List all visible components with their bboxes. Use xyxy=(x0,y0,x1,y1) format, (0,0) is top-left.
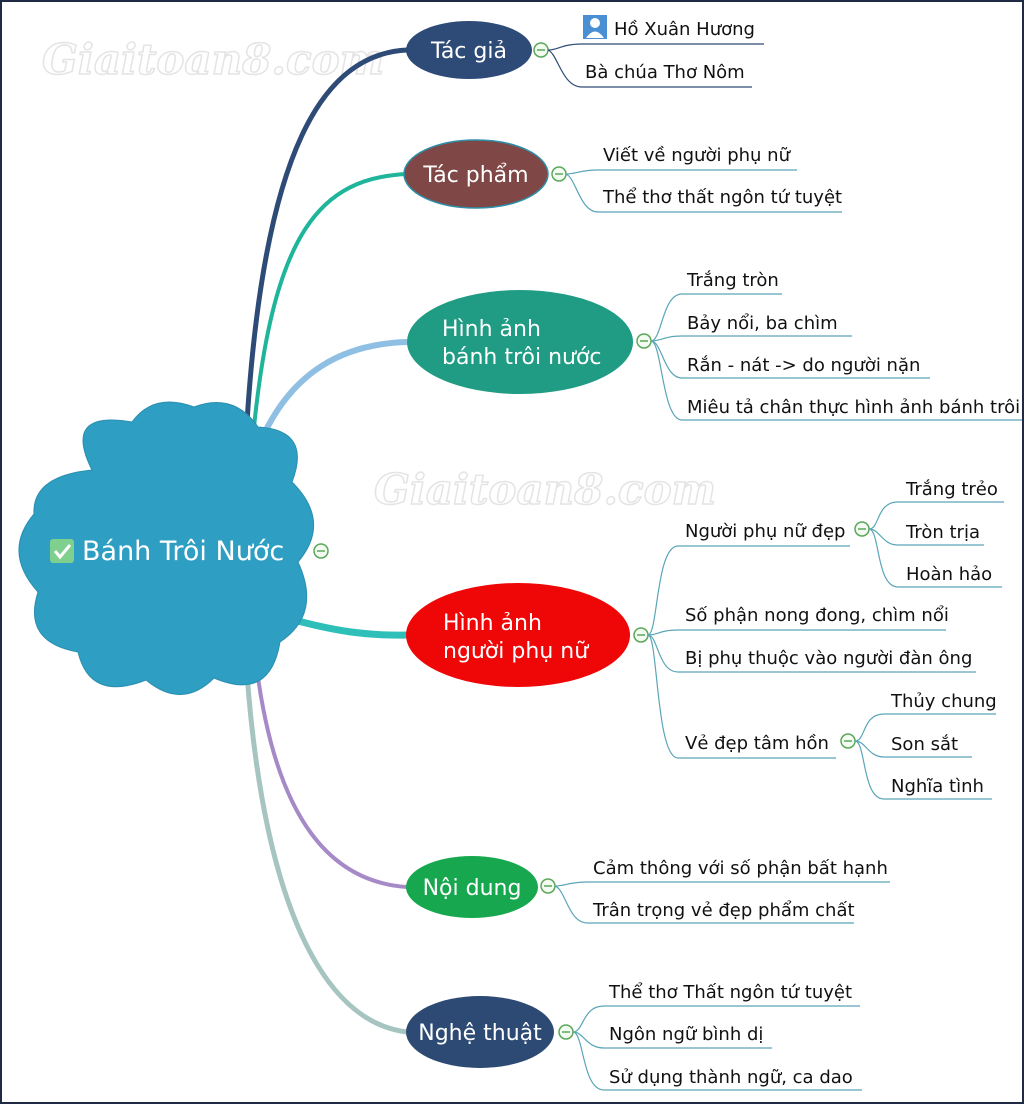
watermark-middle: Giaitoan8.com xyxy=(374,465,716,514)
leaf-ngon-ngu-binh-di[interactable]: Ngôn ngữ bình dị xyxy=(609,1024,763,1045)
leaf-son-sat[interactable]: Son sắt xyxy=(891,734,958,755)
tac-gia-collapse-toggle[interactable] xyxy=(533,42,549,58)
connector-tac-pham xyxy=(252,172,408,428)
leaf-nghia-tinh[interactable]: Nghĩa tình xyxy=(891,776,984,797)
checkbox-icon[interactable] xyxy=(50,539,74,563)
leaf-ba-chua-tho-nom[interactable]: Bà chúa Thơ Nôm xyxy=(585,62,745,83)
connector-noi-dung xyxy=(255,669,408,889)
node-hinh-anh-banh-label-1: Hình ảnh xyxy=(442,317,541,342)
node-hinh-anh-phu-nu-label-2: người phụ nữ xyxy=(443,639,589,664)
leaf-su-dung-thanh-ngu[interactable]: Sử dụng thành ngữ, ca dao xyxy=(609,1067,853,1088)
leaf-tron-tria[interactable]: Tròn trịa xyxy=(905,522,980,543)
branch-hinh-anh-phu-nu[interactable]: Hình ảnh người phụ nữ xyxy=(406,583,630,687)
node-hinh-anh-phu-nu-label-1: Hình ảnh xyxy=(443,611,542,636)
hinh-anh-phu-nu-collapse-toggle[interactable] xyxy=(633,627,649,643)
root-node[interactable]: Bánh Trôi Nước xyxy=(18,401,314,695)
leaf-bi-phu-thuoc[interactable]: Bị phụ thuộc vào người đàn ông xyxy=(685,648,972,669)
node-tac-pham-label: Tác phẩm xyxy=(422,163,528,188)
leaf-the-tho-that-ngon-tu-tuyet[interactable]: Thể thơ Thất ngôn tứ tuyệt xyxy=(608,982,852,1003)
node-hinh-anh-banh-troi xyxy=(407,290,633,394)
noi-dung-collapse-toggle[interactable] xyxy=(540,878,556,894)
watermark-top: Giaitoan8.com xyxy=(42,35,384,84)
sub-node-ve-dep-tam-hon[interactable]: Vẻ đẹp tâm hồn xyxy=(685,733,829,754)
connector-hinh-anh-phu-nu xyxy=(293,616,408,639)
node-tac-pham xyxy=(403,139,549,209)
branch-nghe-thuat[interactable]: Nghệ thuật xyxy=(406,996,554,1068)
leaf-hoan-hao[interactable]: Hoàn hảo xyxy=(906,564,992,585)
branch-tac-pham[interactable]: Tác phẩm xyxy=(403,139,549,209)
hinh-anh-banh-collapse-toggle[interactable] xyxy=(636,333,652,349)
root-label: Bánh Trôi Nước xyxy=(82,536,284,567)
connector-nghe-thuat xyxy=(244,673,408,1035)
branch-tac-gia[interactable]: Tác giả xyxy=(406,21,532,79)
node-hinh-anh-phu-nu xyxy=(406,583,630,687)
leaf-the-tho-that-ngon[interactable]: Thể thơ thất ngôn tứ tuyệt xyxy=(602,187,842,208)
nguoi-phu-nu-dep-collapse-toggle[interactable] xyxy=(854,521,870,537)
branch-hinh-anh-banh-troi[interactable]: Hình ảnh bánh trôi nước xyxy=(407,290,633,394)
checkmark-icon xyxy=(53,544,72,560)
leaf-ho-xuan-huong-label: Hồ Xuân Hương xyxy=(614,19,755,40)
root-collapse-toggle[interactable] xyxy=(313,543,329,559)
sub-node-nguoi-phu-nu-dep[interactable]: Người phụ nữ đẹp xyxy=(685,521,845,542)
node-hinh-anh-banh-label-2: bánh trôi nước xyxy=(442,345,602,370)
leaf-so-phan[interactable]: Số phận nong đong, chìm nổi xyxy=(685,605,949,626)
leaf-trang-tron[interactable]: Trắng tròn xyxy=(686,270,779,291)
node-noi-dung xyxy=(406,856,538,918)
leaf-thuy-chung[interactable]: Thủy chung xyxy=(890,691,997,712)
leaf-tran-trong[interactable]: Trân trọng vẻ đẹp phẩm chất xyxy=(592,900,855,921)
node-tac-gia-label: Tác giả xyxy=(430,39,507,64)
node-noi-dung-label: Nội dung xyxy=(423,876,522,901)
node-nghe-thuat xyxy=(406,996,554,1068)
tac-pham-collapse-toggle[interactable] xyxy=(551,166,567,182)
leaf-viet-ve-nguoi-phu-nu[interactable]: Viết về người phụ nữ xyxy=(603,145,792,166)
branch-noi-dung[interactable]: Nội dung xyxy=(406,856,538,918)
connector-tac-gia xyxy=(244,47,408,423)
leaf-ran-nat[interactable]: Rắn - nát -> do người nặn xyxy=(687,355,920,376)
ve-dep-tam-hon-collapse-toggle[interactable] xyxy=(840,733,856,749)
root-cloud xyxy=(18,401,314,695)
leaf-ho-xuan-huong[interactable]: Hồ Xuân Hương xyxy=(583,15,755,40)
leaf-bay-noi-ba-chim[interactable]: Bảy nổi, ba chìm xyxy=(687,313,838,334)
nghe-thuat-collapse-toggle[interactable] xyxy=(558,1024,574,1040)
node-nghe-thuat-label: Nghệ thuật xyxy=(418,1021,542,1046)
connector-hinh-anh-banh xyxy=(261,339,408,436)
leaf-mieu-ta-chan-thuc[interactable]: Miêu tả chân thực hình ảnh bánh trôi xyxy=(687,397,1020,418)
leaf-trang-treo[interactable]: Trắng trẻo xyxy=(905,479,998,500)
leaf-cam-thong[interactable]: Cảm thông với số phận bất hạnh xyxy=(593,858,888,879)
node-tac-gia xyxy=(406,21,532,79)
